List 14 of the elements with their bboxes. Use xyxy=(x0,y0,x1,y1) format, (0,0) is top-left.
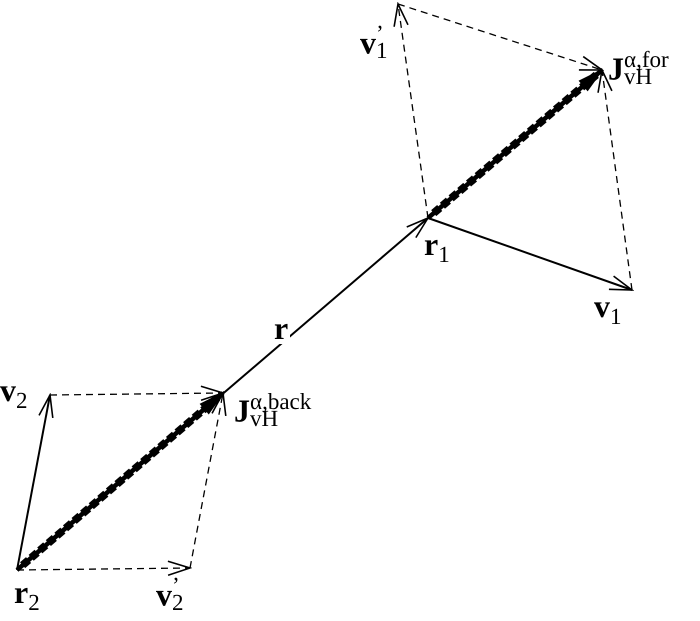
arrow xyxy=(428,217,633,291)
dashed-arrow xyxy=(398,3,603,71)
dashed-arrow xyxy=(50,385,224,402)
dashed-arrow xyxy=(597,69,633,290)
vector-label: v$_{2}$ xyxy=(0,374,28,412)
dotted-arrow xyxy=(16,391,224,572)
dashed-arrow xyxy=(189,392,227,568)
vector-label: r$_{2}$ xyxy=(14,576,40,614)
vector-label: r$_{1}$ xyxy=(424,228,450,266)
vector-label: v$_{1}$ xyxy=(594,290,622,328)
dashed-arrow xyxy=(393,3,429,218)
dotted-arrow xyxy=(426,68,604,220)
arrow xyxy=(16,394,54,570)
dashed-arrow xyxy=(17,560,191,576)
